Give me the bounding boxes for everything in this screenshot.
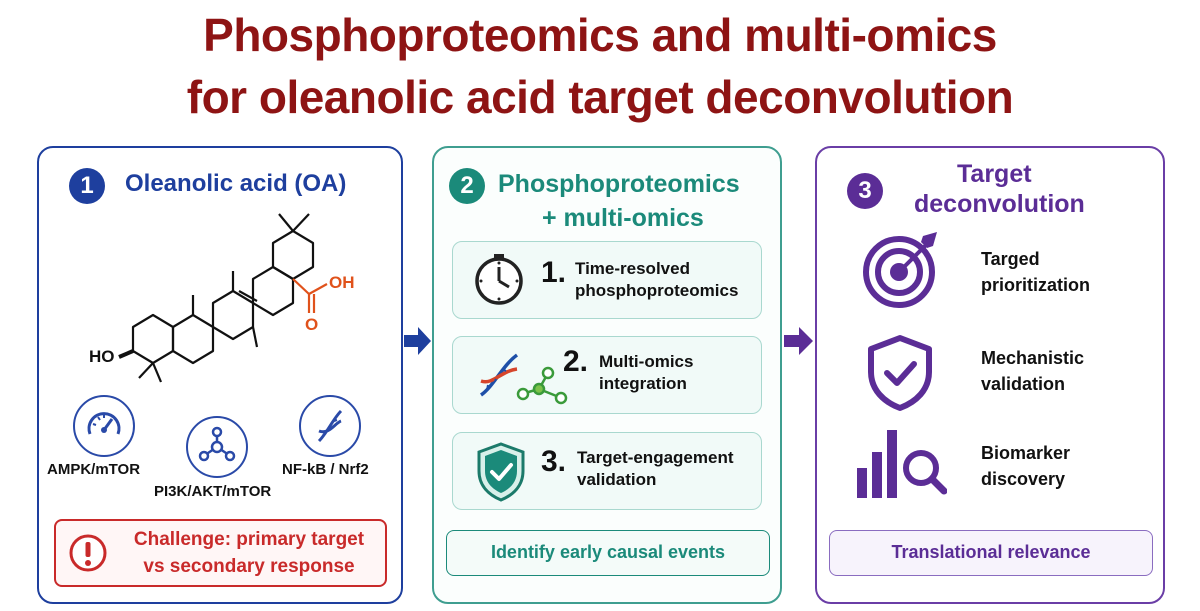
title-line-1: Phosphoproteomics and multi-omics [203,9,997,61]
step-number: 1. [541,256,567,289]
shield-check-icon [477,442,525,502]
step-text-line-1: Multi-omics [599,352,694,371]
step-text-line-1: Time-resolved [575,259,690,278]
item-text-line-1: Targed [981,249,1040,269]
alert-icon [69,534,107,572]
item-text-line-1: Mechanistic [981,348,1085,368]
pathway-label-pi3k: PI3K/AKT/mTOR [154,483,272,500]
gauge-icon [73,395,135,457]
item-text-line-2: discovery [981,469,1066,489]
challenge-box: Challenge: primary target vs secondary r… [54,519,387,587]
step-text-line-2: integration [599,374,687,393]
panel-title: Phosphoproteomics [498,170,740,198]
panel-title-line-2: + multi-omics [542,204,704,232]
dna-network-icon [479,353,568,405]
panel-target-deconvolution: 3 Target deconvolution Targed prioritiza… [815,146,1165,604]
panel-title: Oleanolic acid (OA) [125,170,347,197]
title-line-2: for oleanolic acid target deconvolution [186,71,1014,123]
step-text-line-2: phosphoproteomics [575,281,739,300]
footer-identify-events: Identify early causal events [446,530,770,576]
clock-icon [475,254,523,305]
step-text-line-1: Target-engagement [577,448,734,467]
oleanolic-acid-structure: OH O HO [89,213,355,383]
shield-check-icon [868,335,932,411]
item-text-line-2: validation [981,374,1066,394]
step-number: 2. [563,345,589,378]
step-card-time-resolved: 1. Time-resolved phosphoproteomics [452,241,762,319]
panel-oleanolic-acid: 1 Oleanolic acid (OA) [37,146,403,604]
item-text-line-1: Biomarker [981,443,1071,463]
step-card-target-engagement: 3. Target-engagement validation [452,432,762,510]
target-icon [863,232,937,308]
pathway-label-nfkb: NF-kB / Nrf2 [282,461,369,478]
step-text-line-2: validation [577,470,657,489]
challenge-line-2: vs secondary response [143,556,355,577]
ho-label: HO [89,347,115,366]
panel-title: Target [957,160,1032,188]
step-number-badge: 3 [847,173,883,209]
pathway-label-ampk: AMPK/mTOR [47,461,141,478]
oh-label: OH [329,273,355,292]
arrow-right-icon [404,327,431,355]
step-number-badge: 1 [69,168,105,204]
panel-title-line-2: deconvolution [914,190,1085,218]
panel-phosphoproteomics: 2 Phosphoproteomics + multi-omics 1. Tim… [432,146,782,604]
carbonyl-o-label: O [305,315,318,334]
step-number-badge: 2 [449,168,485,204]
footer-translational-relevance: Translational relevance [829,530,1153,576]
step-number: 3. [541,445,567,478]
challenge-line-1: Challenge: primary target [133,529,365,550]
network-icon [186,416,248,478]
bar-chart-search-icon [857,430,947,498]
dna-icon [299,395,361,457]
item-text-line-2: prioritization [981,275,1090,295]
step-card-multi-omics: 2. Multi-omics integration [452,336,762,414]
arrow-right-icon [784,327,813,355]
